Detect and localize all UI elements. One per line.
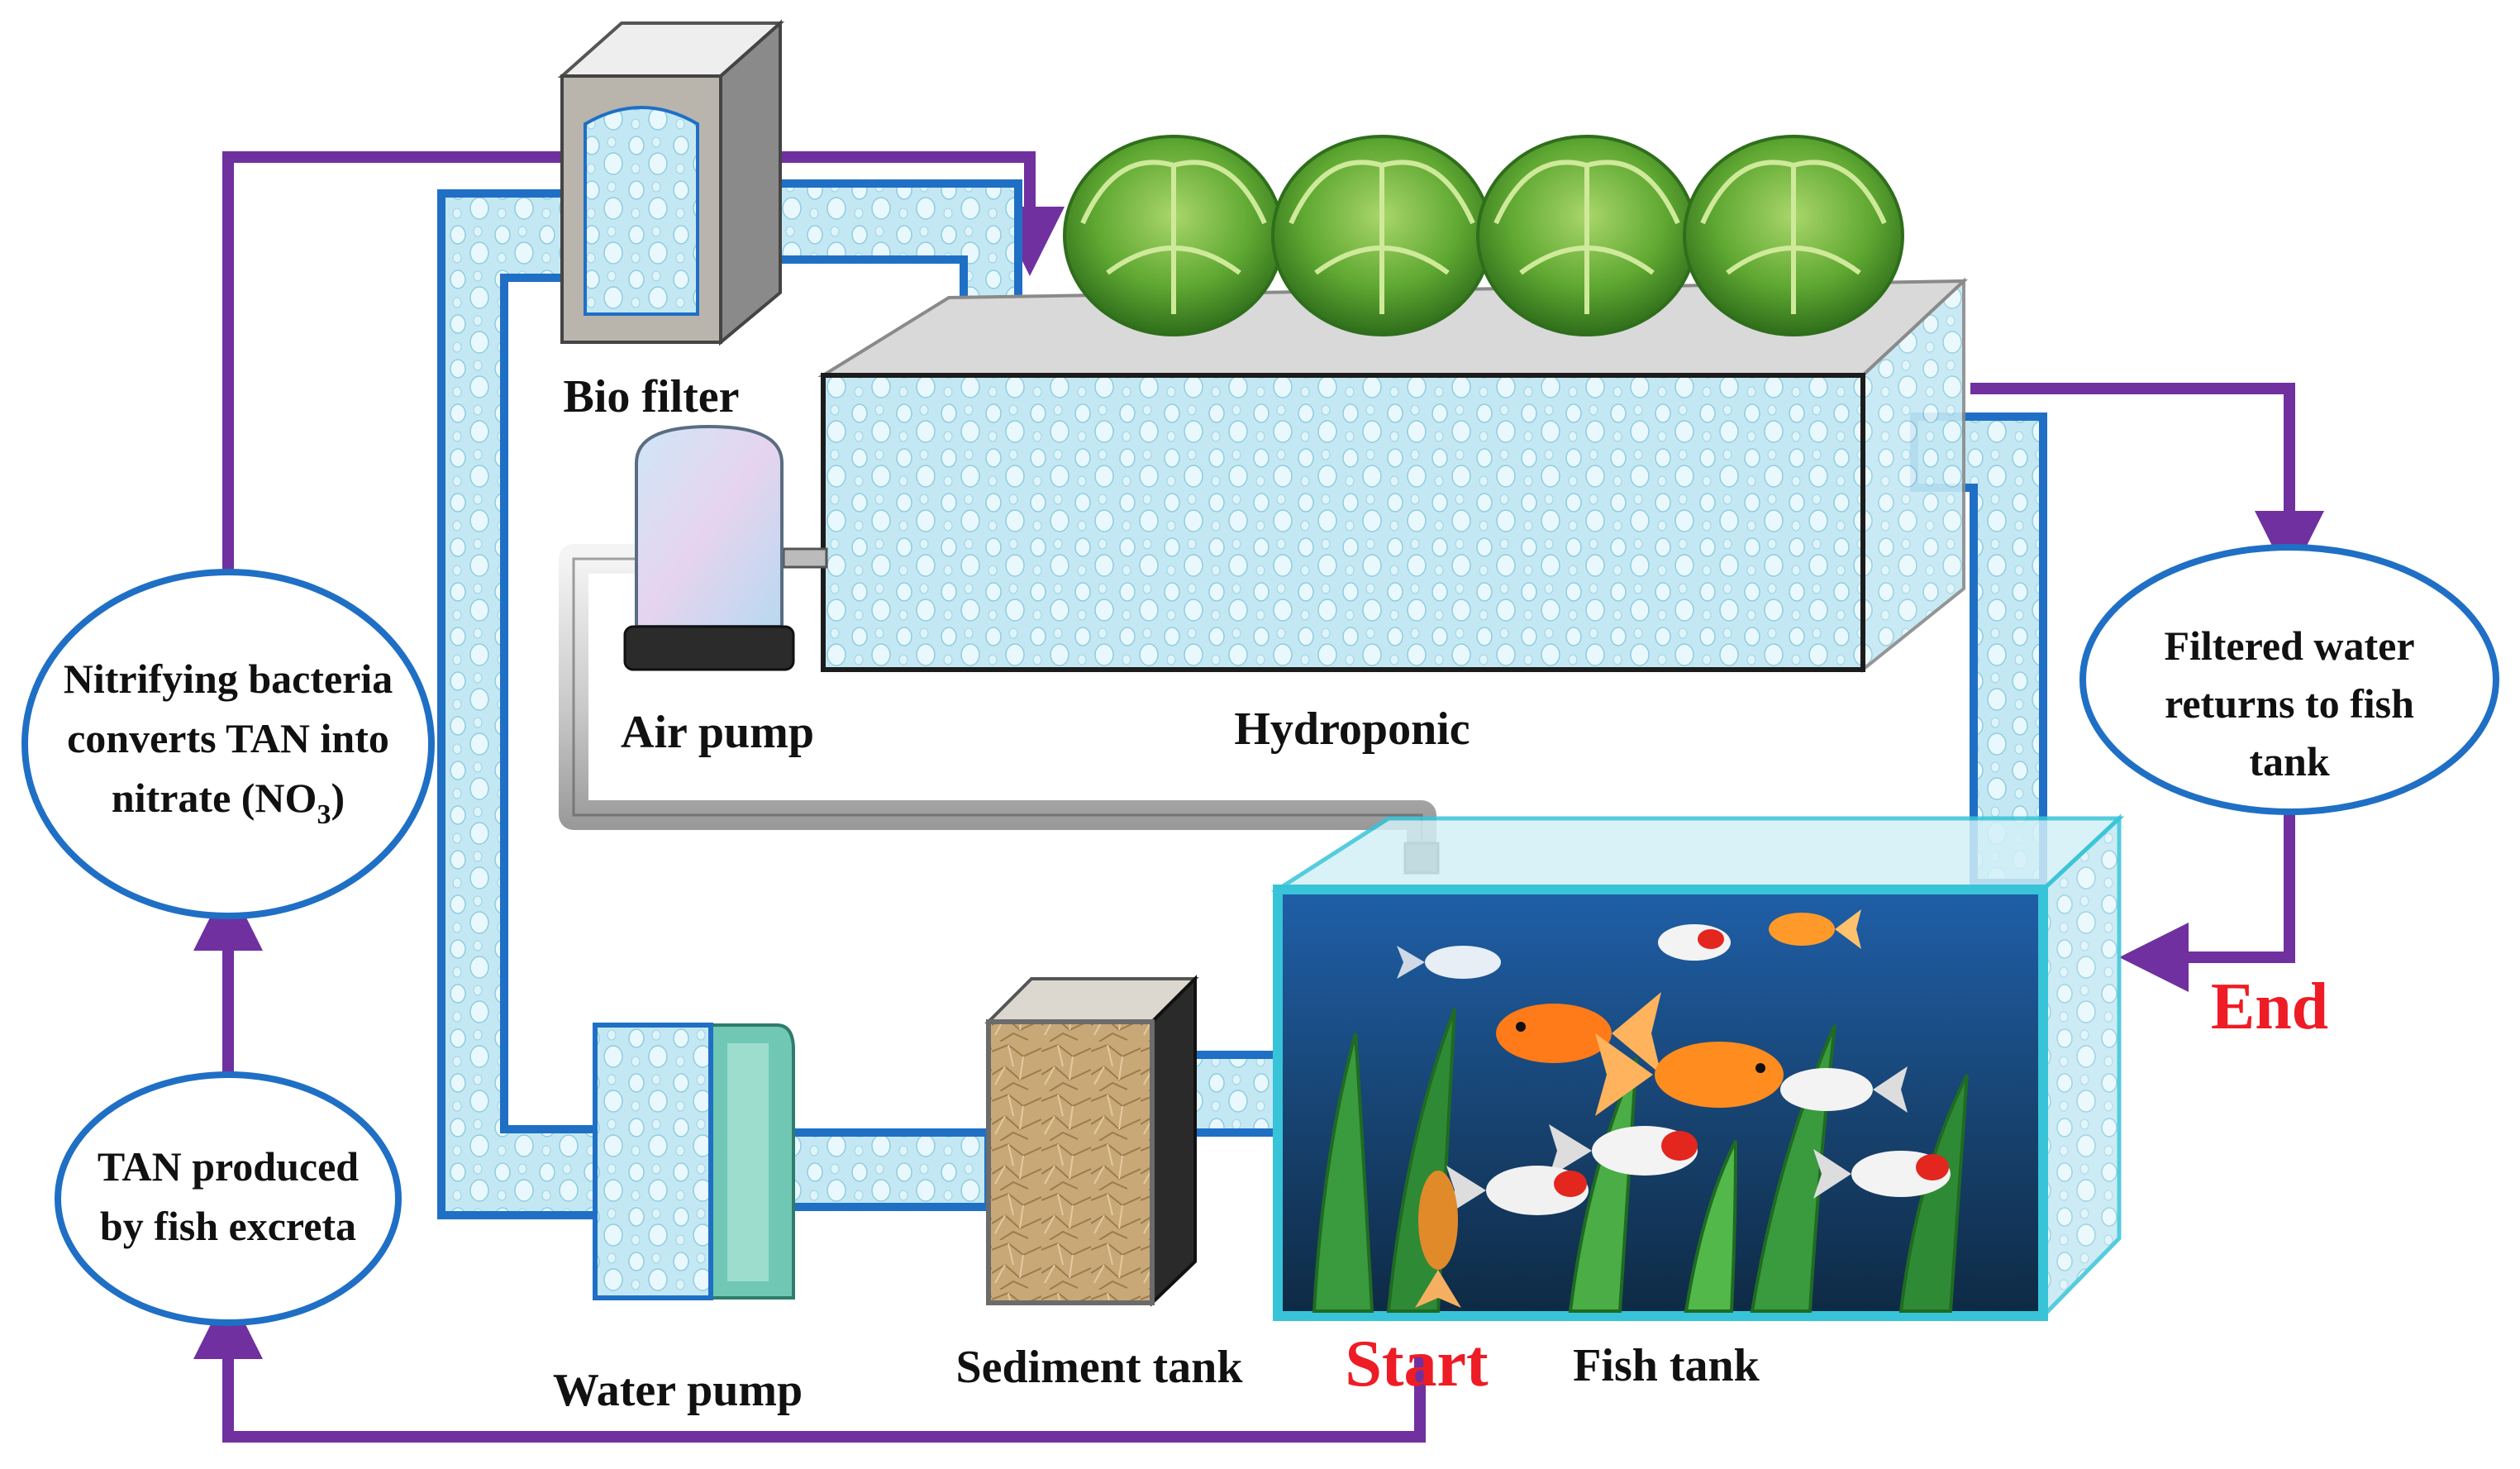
bio-filter-label: Bio filter: [563, 371, 739, 422]
start-marker: Start: [1345, 1328, 1489, 1400]
koi-fish: [1397, 946, 1501, 979]
arrow-filtered-to-fishtank: [2119, 812, 2295, 992]
bio-filter-water: [584, 106, 699, 316]
hydroponic-tank: [817, 277, 1969, 674]
filtered-line3: tank: [2249, 738, 2329, 785]
fish-tank-label: Fish tank: [1573, 1340, 1760, 1391]
nitrifying-line1: Nitrifying bacteria: [64, 656, 393, 702]
sediment-tank-body: [986, 1019, 1155, 1305]
water-pump: Water pump: [553, 1023, 803, 1416]
nitrifying-line3: nitrate (NO3): [112, 775, 345, 830]
filtered-line1: Filtered water: [2164, 622, 2414, 669]
sediment-tank: Sediment tank: [956, 975, 1244, 1393]
arrow-start-to-tan: [193, 1290, 1426, 1443]
water-pump-label: Water pump: [553, 1365, 803, 1416]
arrow-hydroponic-to-filtered: [1970, 383, 2324, 580]
goldfish: [1595, 1033, 1784, 1116]
end-marker: End: [2211, 971, 2328, 1043]
goldfish: [1415, 1171, 1461, 1308]
koi-fish: [1549, 1124, 1698, 1177]
koi-fish: [1780, 1066, 1908, 1113]
lettuce-icon: [1683, 135, 1904, 336]
tan-line1: TAN produced: [98, 1143, 359, 1190]
nitrifying-line2: converts TAN into: [67, 715, 389, 761]
lettuce-icon: [1271, 135, 1493, 336]
water-pump-body: [593, 1023, 713, 1300]
lettuce-icon: [1476, 135, 1698, 336]
lettuce-plants: [1063, 135, 1904, 336]
koi-fish: [1658, 924, 1731, 961]
hydroponic-front-face: [821, 373, 1865, 672]
bubble-nitrifying: Nitrifying bacteria converts TAN into ni…: [21, 569, 435, 919]
air-pump: Air pump: [559, 424, 1440, 875]
bubble-filtered: Filtered water returns to fish tank: [2079, 544, 2499, 815]
tan-line2: by fish excreta: [100, 1203, 356, 1249]
air-pump-body: [635, 424, 784, 628]
goldfish: [1769, 909, 1861, 949]
filtered-line2: returns to fish: [2165, 680, 2414, 727]
bio-filter: Bio filter: [557, 19, 785, 422]
goldfish: [1496, 992, 1661, 1075]
air-pump-label: Air pump: [621, 707, 814, 758]
fish-tank: Fish tank: [1270, 813, 2125, 1391]
koi-fish: [1813, 1149, 1951, 1199]
lettuce-icon: [1063, 135, 1284, 336]
bubble-tan: TAN produced by fish excreta: [55, 1071, 402, 1326]
sediment-tank-label: Sediment tank: [956, 1342, 1244, 1393]
hydroponic-label: Hydroponic: [1234, 703, 1470, 755]
